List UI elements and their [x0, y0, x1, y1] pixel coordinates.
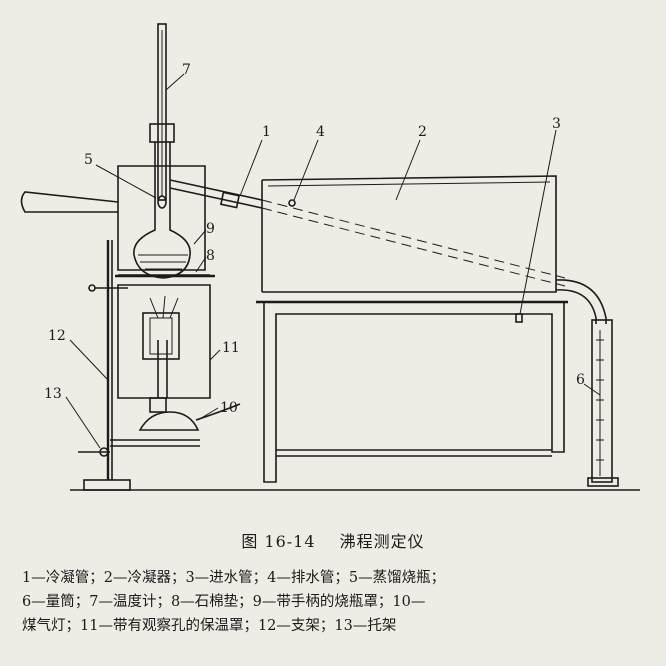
thermometer: [149, 23, 175, 209]
condenser-bath: [261, 175, 557, 293]
legend-line: 6—量筒；7—温度计；8—石棉垫；9—带手柄的烧瓶罩；10—: [22, 594, 426, 610]
leader-lines: [65, 73, 601, 449]
label-4: 4: [316, 124, 325, 140]
label-9: 9: [206, 221, 215, 237]
graduated-cylinder: [587, 319, 619, 487]
label-13: 13: [44, 386, 62, 402]
label-6: 6: [576, 372, 585, 388]
label-10: 10: [220, 400, 238, 416]
drain-pipe: [288, 199, 296, 207]
outlet-pipe: [555, 279, 607, 324]
condenser-tube: [169, 179, 566, 287]
flask-shield: [20, 165, 206, 271]
label-7: 7: [182, 62, 191, 78]
label-1: 1: [262, 124, 271, 140]
distillation-flask: [133, 142, 191, 279]
label-5: 5: [84, 152, 93, 168]
bench-table: [256, 300, 568, 483]
label-8: 8: [206, 248, 215, 264]
figure-legend: 1—冷凝管；2—冷凝器；3—进水管；4—排水管；5—蒸馏烧瓶； 6—量筒；7—温…: [22, 566, 644, 638]
label-11: 11: [222, 340, 240, 356]
figure-number: 图 16-14: [241, 532, 316, 551]
figure-title: 沸程测定仪: [339, 532, 425, 551]
label-3: 3: [552, 116, 561, 132]
support-stand: [78, 240, 200, 491]
insulating-enclosure: [117, 274, 211, 399]
figure-caption: 图 16-14 沸程测定仪: [0, 528, 666, 552]
boiling-range-apparatus-diagram: 1 2 3 4 5 6 7 8 9 10 11 12 13: [20, 23, 640, 491]
legend-line: 1—冷凝管；2—冷凝器；3—进水管；4—排水管；5—蒸馏烧瓶；: [22, 570, 446, 586]
legend-line: 煤气灯；11—带有观察孔的保温罩；12—支架；13—托架: [22, 618, 397, 634]
label-12: 12: [48, 328, 66, 344]
label-2: 2: [418, 124, 427, 140]
